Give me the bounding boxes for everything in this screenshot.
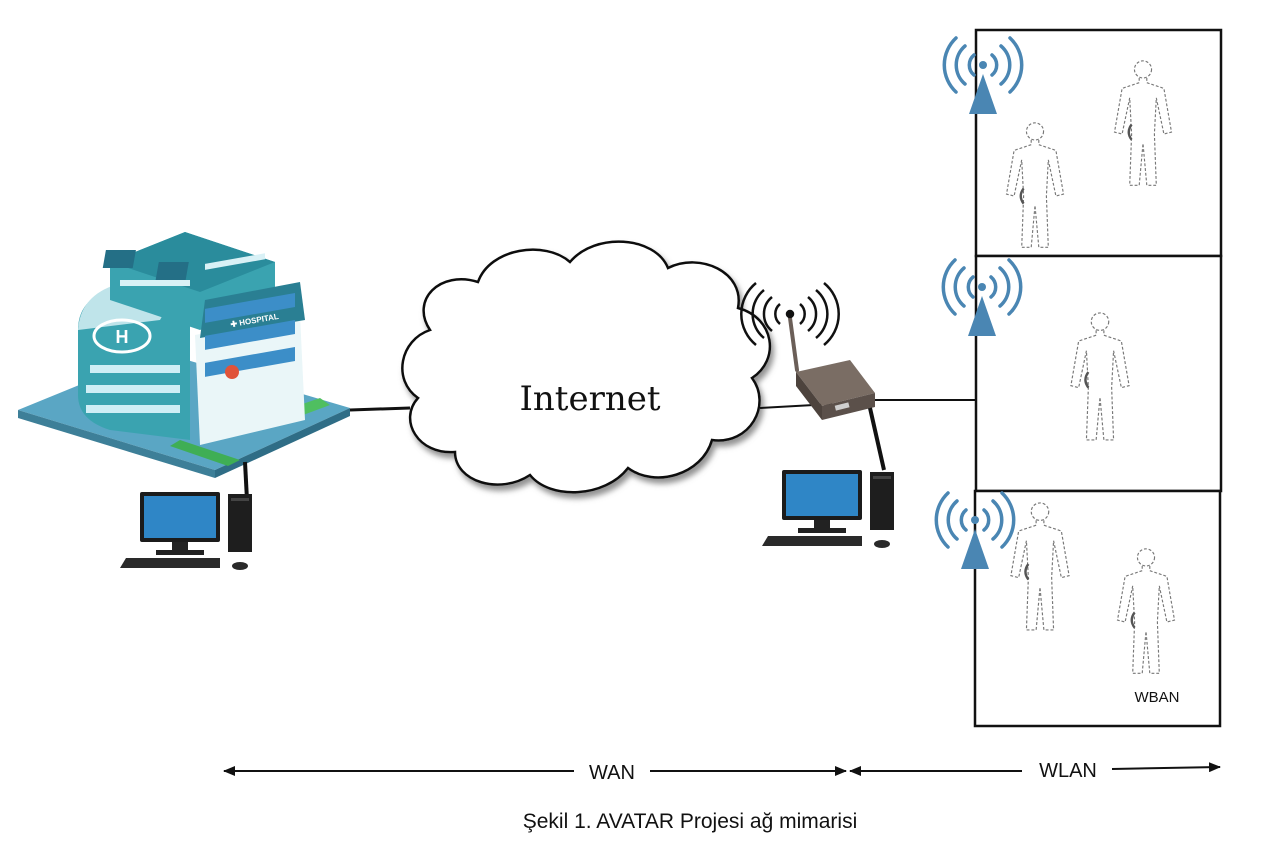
antenna-icon (942, 36, 1024, 114)
wban-panel-3 (973, 489, 1222, 728)
wban-panel-1 (974, 28, 1223, 258)
wban-label: WBAN (1135, 689, 1180, 706)
wan-label: WAN (589, 762, 635, 784)
figure-caption: Şekil 1. AVATAR Projesi ağ mimarisi (523, 810, 858, 833)
wban-panels (973, 28, 1223, 728)
internet-label: Internet (519, 379, 660, 419)
human-body-icon (1070, 312, 1130, 441)
human-body-icon (1116, 548, 1176, 674)
hospital-icon: H ✚ HOSPITAL (18, 232, 350, 478)
human-body-icon (1010, 502, 1070, 631)
helipad-letter: H (116, 327, 129, 347)
human-body-icon (1005, 122, 1065, 248)
computer-icon (120, 492, 252, 570)
router-signal-icon (740, 282, 840, 346)
router-computer-link (868, 407, 886, 471)
antenna-icon (934, 491, 1016, 569)
router-icon (788, 316, 875, 420)
human-body-icon (1113, 60, 1173, 186)
wlan-arrow (849, 762, 1221, 776)
cloud-icon (401, 240, 772, 494)
hospital-internet-link (349, 406, 411, 412)
wlan-label: WLAN (1039, 760, 1097, 782)
hospital-computer-link (243, 461, 249, 501)
wban-panel-2 (974, 254, 1223, 493)
computer-icon (762, 470, 894, 548)
